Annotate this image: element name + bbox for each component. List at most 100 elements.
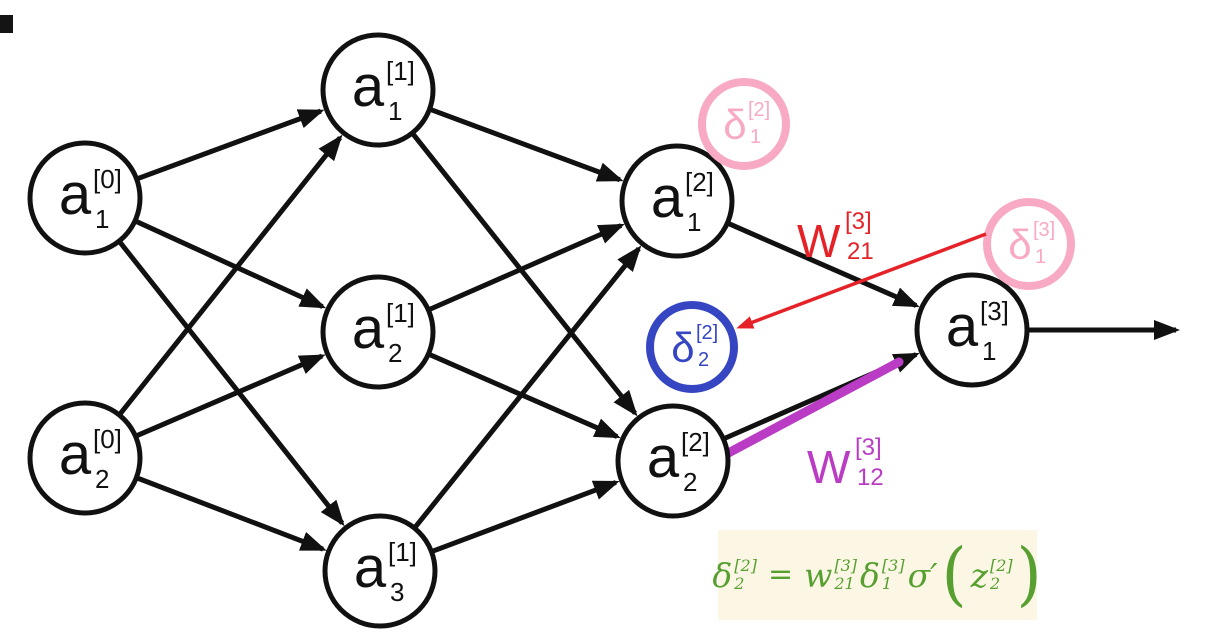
label-main: a xyxy=(946,294,979,359)
node-circle xyxy=(27,400,143,516)
annotation-delta_2_2: δ[2] 2 xyxy=(646,301,738,393)
label-main: W xyxy=(807,441,851,493)
node-circle xyxy=(320,274,436,390)
label-main: δ xyxy=(1008,221,1031,268)
weight-label-w12: W[3] 12 xyxy=(807,434,884,493)
annotation-delta_2_1: δ[2] 1 xyxy=(698,78,790,170)
label-sub: 12 xyxy=(857,464,884,491)
node-circle xyxy=(322,513,438,629)
label-sup: [3] xyxy=(1033,219,1055,241)
edge-a1_3-a2_1 xyxy=(413,245,642,529)
label-sup: [1] xyxy=(386,298,415,328)
label-sub: 1 xyxy=(1035,246,1046,268)
formula-symbol: δ xyxy=(860,555,880,595)
formula-sup: [2] xyxy=(989,555,1013,575)
label-sub: 2 xyxy=(95,464,109,494)
node-a2_1: a[2]1 xyxy=(619,143,735,259)
label-sup: [3] xyxy=(980,296,1009,326)
label-sup: [2] xyxy=(748,99,770,121)
edge-a0_1-a1_3 xyxy=(118,241,345,527)
weight-highlight-line xyxy=(714,357,904,463)
label-main: a xyxy=(59,422,92,487)
formula-scripts: [3]1 xyxy=(881,555,905,594)
formula-sub: 2 xyxy=(734,574,745,593)
label-main: a xyxy=(59,162,92,227)
label-sub: 1 xyxy=(687,207,701,237)
formula-paren: ( xyxy=(941,534,967,615)
annotation-ring xyxy=(983,198,1075,290)
node-a0_2: a[0] 2 xyxy=(27,400,143,516)
label-sup: [2] xyxy=(696,322,718,344)
edge-a0_1-a1_1 xyxy=(137,108,325,181)
edges xyxy=(118,107,920,554)
formula-sub: 2 xyxy=(989,574,1001,593)
formula-scripts: [2]2 xyxy=(734,555,757,594)
edge-a1_1-a2_2 xyxy=(411,133,638,417)
formula-sup: [2] xyxy=(734,555,757,575)
label-sub: 1 xyxy=(95,204,109,234)
formula-symbol: δ xyxy=(712,555,733,595)
annotation-delta_3_1: δ[3] 1 xyxy=(983,198,1075,290)
node-a2_2: a[2] 2 xyxy=(615,403,731,519)
label-sup: [0] xyxy=(93,164,122,194)
label-sub: 2 xyxy=(683,467,697,497)
label-main: a xyxy=(352,54,385,119)
node-circle xyxy=(27,140,143,256)
annotation-ring xyxy=(698,78,790,170)
label-sub: 1 xyxy=(388,96,402,126)
label-sub: 2 xyxy=(698,349,709,371)
label-sub: 21 xyxy=(847,238,874,265)
edge-a2_1-a3_1 xyxy=(728,221,920,308)
label-sup: [1] xyxy=(388,537,417,567)
formula-symbol: z xyxy=(970,555,988,595)
label-main: δ xyxy=(671,324,694,371)
formula-term: σ′ xyxy=(908,559,938,592)
label-main: a xyxy=(352,296,385,361)
label-main: a xyxy=(354,535,387,600)
node-a1_2: a[1] 2 xyxy=(320,274,436,390)
label-sup: [1] xyxy=(386,56,415,86)
annotation-ring xyxy=(646,301,738,393)
label-sup: [3] xyxy=(845,208,872,235)
formula-sup: [3] xyxy=(881,555,905,575)
node-circle xyxy=(320,32,436,148)
label-main: δ xyxy=(723,101,746,148)
edge-a1_1-a2_1 xyxy=(430,107,624,183)
node-a1_1: a[1] 1 xyxy=(320,32,436,148)
formula-symbol: σ′ xyxy=(907,555,938,595)
edge-a0_2-a1_3 xyxy=(137,476,327,552)
node-a0_1: a[0] 1 xyxy=(27,140,143,256)
label-sub: 2 xyxy=(388,338,402,368)
formula-term: δ[2]2 xyxy=(712,555,757,595)
label-sub: 1 xyxy=(750,126,761,148)
label-sub: 3 xyxy=(390,577,404,607)
node-a1_3: a[1] 3 xyxy=(322,513,438,629)
edge-a1_2-a2_1 xyxy=(429,223,625,312)
node-circle xyxy=(914,272,1030,388)
label-main: a xyxy=(647,425,680,490)
formula-scripts: [2]2 xyxy=(989,555,1013,594)
label-main: a xyxy=(651,165,684,230)
formula-scripts: [3]21 xyxy=(834,555,858,594)
edge-a0_1-a1_2 xyxy=(135,219,327,309)
label-sup: [3] xyxy=(855,434,882,461)
edge-a1_3-a2_2 xyxy=(432,480,620,554)
formula-term: z[2]2 xyxy=(970,555,1013,595)
node-a3_1: a[3] 1 xyxy=(914,272,1030,388)
formula-term: δ[3]1 xyxy=(860,555,905,595)
node-circle xyxy=(619,143,735,259)
label-sup: [2] xyxy=(681,427,710,457)
label-sup: [0] xyxy=(93,424,122,454)
label-sub: 1 xyxy=(982,336,996,366)
formula-operator: = xyxy=(767,557,794,592)
node-circle xyxy=(615,403,731,519)
formula-sup: [3] xyxy=(834,555,858,575)
formula-term: w[3]21 xyxy=(804,555,858,595)
formula-sub: 21 xyxy=(834,574,855,593)
edge-a0_2-a1_1 xyxy=(118,134,343,415)
label-main: W xyxy=(797,215,841,267)
formula-symbol: w xyxy=(804,555,833,595)
weight-label-w21: W[3] 21 xyxy=(797,208,874,267)
